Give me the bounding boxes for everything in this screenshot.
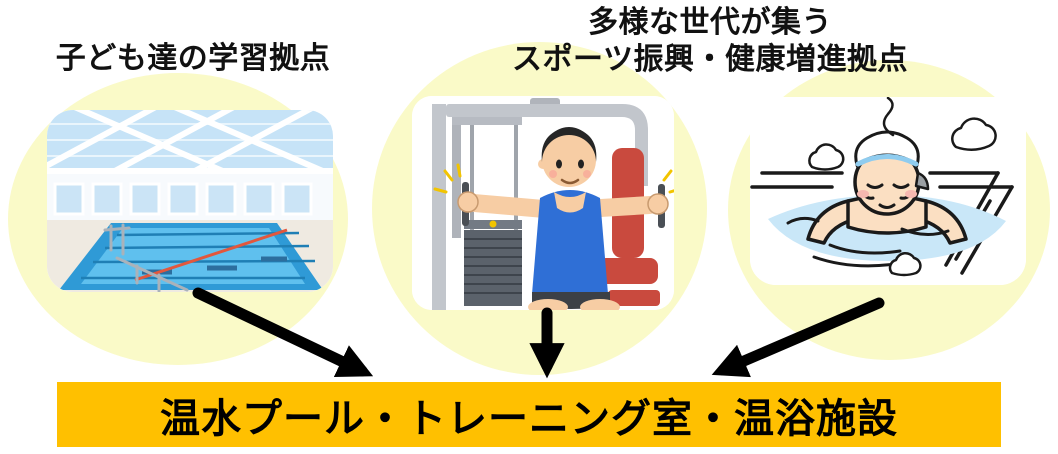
indoor-pool-illustration <box>47 110 333 292</box>
gym-card <box>412 96 674 310</box>
facility-banner-text: 温水プール・トレーニング室・温浴施設 <box>160 396 898 441</box>
left-heading: 子ども達の学習拠点 <box>55 42 331 75</box>
right-heading: 多様な世代が集う スポーツ振興・健康増進拠点 <box>490 4 930 78</box>
right-heading-line2: スポーツ振興・健康増進拠点 <box>512 43 908 76</box>
pool-card <box>47 110 333 292</box>
training-machine-illustration <box>412 96 674 310</box>
right-heading-line1: 多様な世代が集う <box>588 6 832 39</box>
hot-bath-illustration <box>750 97 1026 285</box>
bath-card <box>750 97 1026 285</box>
facility-banner: 温水プール・トレーニング室・温浴施設 <box>57 382 1001 447</box>
